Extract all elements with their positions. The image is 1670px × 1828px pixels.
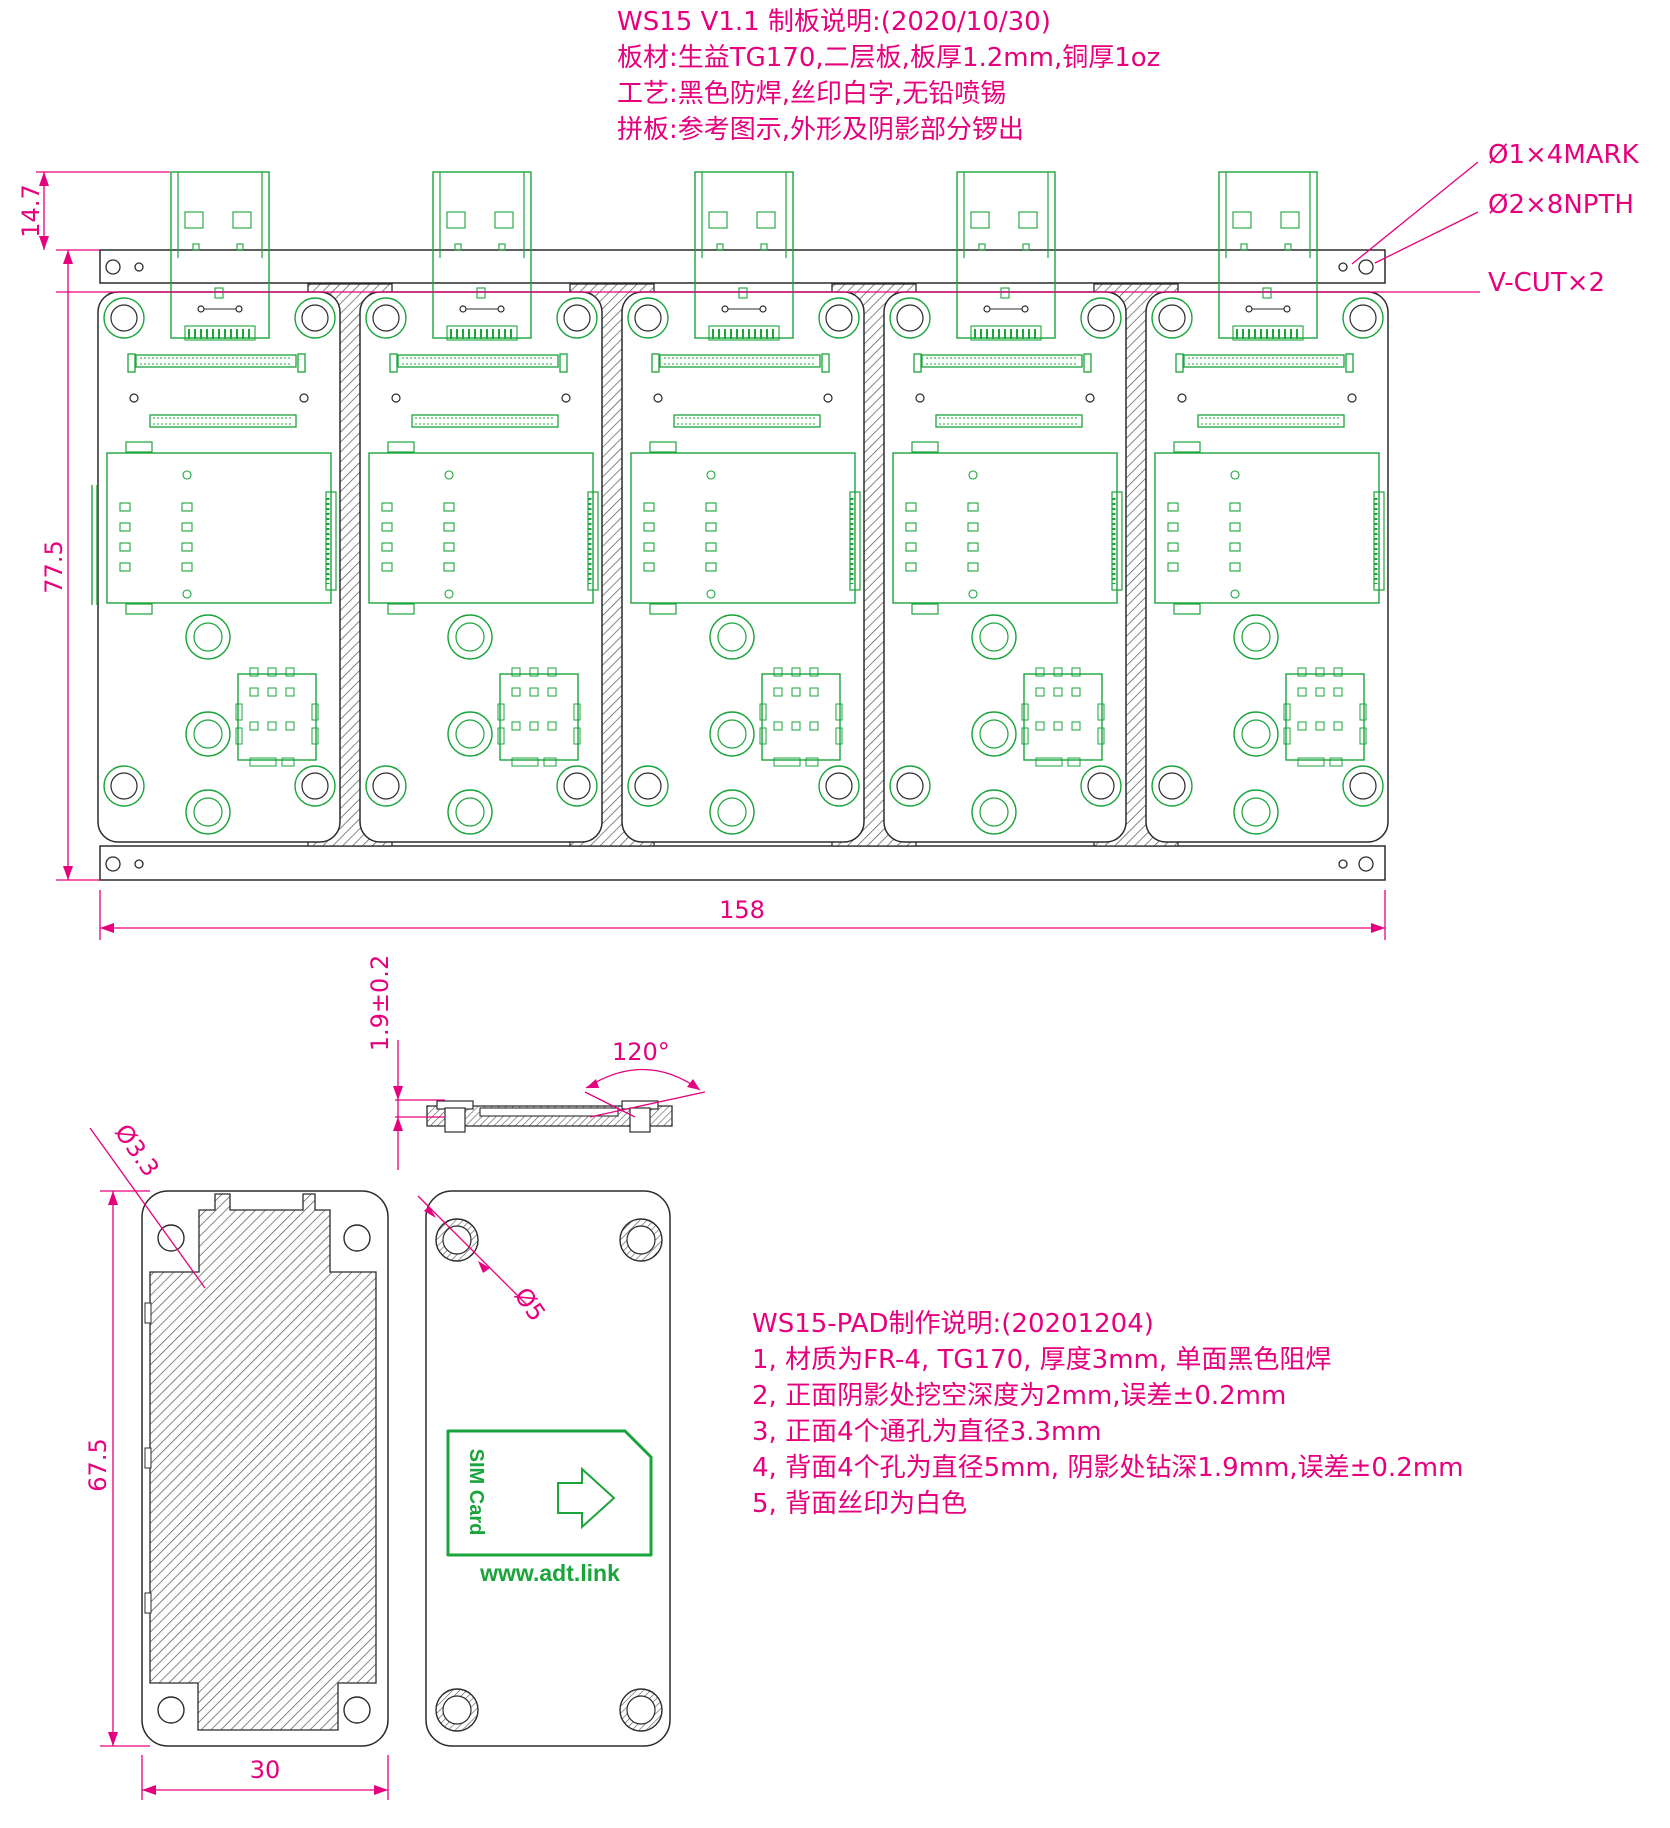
callout-mark: Ø1×4MARK	[1488, 140, 1639, 170]
panel-notes-panelize: 拼板:参考图示,外形及阴影部分锣出	[617, 115, 1025, 145]
dim-pad-width: 30	[249, 1756, 281, 1784]
panel-notes: WS15 V1.1 制板说明:(2020/10/30) 板材:生益TG170,二…	[617, 4, 1160, 148]
callout-npth: Ø2×8NPTH	[1488, 190, 1634, 220]
pad-back-view	[425, 1190, 671, 1747]
board-1	[97, 291, 341, 843]
board-4	[883, 291, 1127, 843]
dim-panel-width: 158	[719, 896, 765, 924]
panel-dimension-lines	[36, 161, 1480, 940]
website-label: www.adt.link	[480, 1560, 620, 1586]
board-2	[359, 291, 603, 843]
dim-chamfer-angle: 120°	[612, 1038, 670, 1066]
dim-thickness: 1.9±0.2	[366, 954, 394, 1052]
pad-notes-title: WS15-PAD制作说明:(20201204)	[752, 1309, 1154, 1339]
pad-notes-line-2: 2, 正面阴影处挖空深度为2mm,误差±0.2mm	[752, 1381, 1287, 1411]
board-3	[621, 291, 865, 843]
pad-front-view	[141, 1190, 389, 1747]
panel-notes-material: 板材:生益TG170,二层板,板厚1.2mm,铜厚1oz	[617, 43, 1161, 73]
pad-notes-line-1: 1, 材质为FR-4, TG170, 厚度3mm, 单面黑色阻焊	[752, 1345, 1332, 1375]
sim-card-label: SIM Card	[465, 1448, 487, 1536]
pad-notes-line-3: 3, 正面4个通孔为直径3.3mm	[752, 1417, 1102, 1447]
pad-notes: WS15-PAD制作说明:(20201204) 1, 材质为FR-4, TG17…	[752, 1306, 1463, 1522]
thickness-dimension-lines	[395, 1040, 706, 1170]
dim-panel-height: 77.5	[40, 540, 68, 594]
board-5	[1145, 291, 1389, 843]
dim-tab-height: 14.7	[17, 184, 45, 238]
panel-notes-title: WS15 V1.1 制板说明:(2020/10/30)	[617, 7, 1051, 37]
pad-notes-line-5: 5, 背面丝印为白色	[752, 1489, 968, 1519]
pad-side-profile	[426, 1100, 673, 1133]
callout-vcut: V-CUT×2	[1488, 268, 1606, 298]
panel-notes-process: 工艺:黑色防焊,丝印白字,无铅喷锡	[617, 79, 1007, 109]
pad-back-dimension-lines	[417, 1195, 529, 1307]
pad-notes-line-4: 4, 背面4个孔为直径5mm, 阴影处钻深1.9mm,误差±0.2mm	[752, 1453, 1464, 1483]
pad-front-dimension-lines	[89, 1127, 389, 1800]
dim-pad-height: 67.5	[84, 1438, 112, 1492]
